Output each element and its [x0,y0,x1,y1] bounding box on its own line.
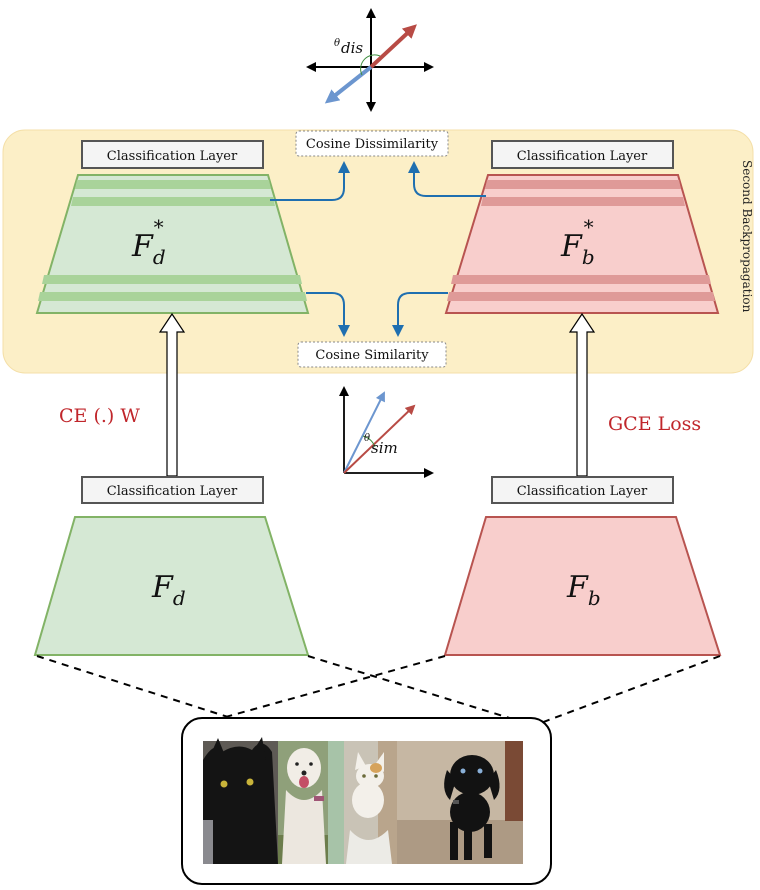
theta-dis-symbol: θ [334,38,340,49]
biased-hollow-up-arrow [568,312,596,477]
debiased-star-bands [38,180,307,301]
debiased-vector-sim [343,391,385,474]
white-cat-photo [328,741,397,864]
cosine-similarity-label: Cosine Similarity [315,348,429,363]
second-backprop-label: Second Backpropagation [740,160,754,313]
biased-name: Fb [566,570,601,610]
debiased-star-classification-label: Classification Layer [107,149,238,164]
cosine-dissimilarity-box [295,130,449,157]
debiased-classification-label: Classification Layer [107,484,238,499]
biased-model [443,516,722,656]
biased-loss-label: GCE Loss [608,413,701,435]
biased-vector-sim [343,404,416,474]
cosine-similarity-box [297,341,447,368]
debiased-star-classification-layer [81,140,264,169]
black-cat-photo [203,737,278,864]
biased-vector-dis [369,24,417,69]
debiased-to-similarity-arrow [306,292,350,337]
similarity-angle-diagram: θ sim [339,386,434,478]
debiased-star-name: Fd* [131,215,166,269]
white-dog-photo [278,741,328,864]
black-dog-photo [397,741,523,864]
cosine-dissimilarity-label: Cosine Dissimilarity [306,137,439,152]
biased-star-bands [447,180,715,301]
debiased-hollow-up-arrow [158,312,186,477]
biased-classification-label: Classification Layer [517,484,648,499]
debiased-classification-layer [81,476,264,504]
biased-to-similarity-arrow [392,292,448,337]
debiased-model [33,516,310,656]
debiased-vector-dis [324,65,373,104]
dissimilarity-angle-diagram: θ dis [306,8,434,112]
debiased-name: Fd [151,570,186,610]
debiased-loss-label: CE (.) W [59,405,140,427]
biased-star-name: Fb* [560,215,595,269]
biased-star-classification-layer [491,140,674,169]
biased-to-dissimilarity-arrow [408,161,486,197]
theta-dis-label: dis [341,39,363,57]
theta-sim-label: sim [371,439,398,457]
debiased-to-dissimilarity-arrow [270,161,350,201]
biased-classification-layer [491,476,674,504]
dashed-connectors [36,655,721,729]
theta-sim-symbol: θ [364,433,370,444]
biased-star-classification-label: Classification Layer [517,149,648,164]
